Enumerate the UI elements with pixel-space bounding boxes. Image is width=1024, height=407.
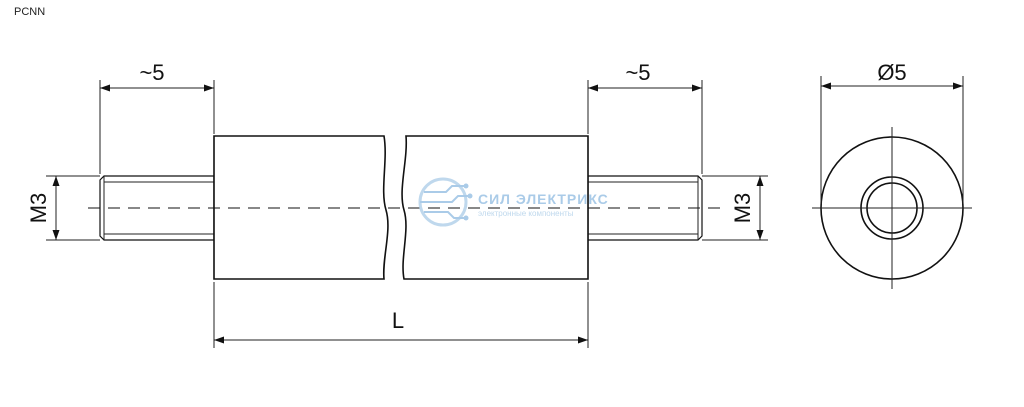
right-stud [587,175,703,241]
dimension-outer-diameter: Ø5 [820,60,964,204]
watermark-subtitle: электронные компоненты [478,209,574,218]
dimension-right-thread: M3 [702,175,768,241]
product-code: PCNN [14,6,46,18]
body-left-segment [213,135,389,280]
right-thread-label: M3 [730,193,755,224]
watermark: СИЛ ЭЛЕКТРИКС электронные компоненты [418,177,609,227]
side-view [88,135,720,280]
dimension-right-stud: ~5 [587,60,703,174]
left-stud-length-label: ~5 [139,60,164,85]
right-stud-length-label: ~5 [625,60,650,85]
watermark-title: СИЛ ЭЛЕКТРИКС [478,191,609,207]
left-thread-label: M3 [26,193,51,224]
body-length-label: L [392,308,404,333]
dimension-body-length: L [213,282,589,348]
dimension-left-stud: ~5 [99,60,215,174]
end-view [812,127,972,289]
outer-diameter-label: Ø5 [877,60,906,85]
watermark-logo-icon [418,177,473,227]
dimension-left-thread: M3 [26,175,100,241]
